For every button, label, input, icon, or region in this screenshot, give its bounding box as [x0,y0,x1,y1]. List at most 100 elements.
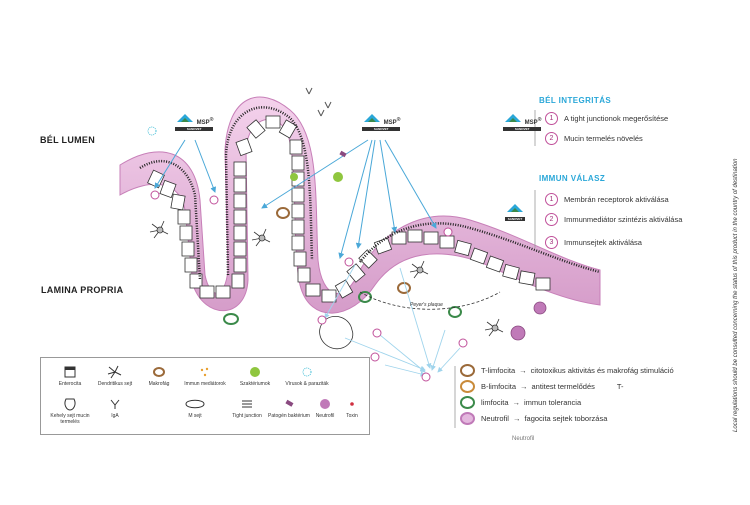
legend-label: Neutrofil [315,413,335,419]
number-badge: 2 [545,213,558,226]
msp-logo-integrity: MSP® SANOVET [503,112,542,131]
macrophage-icon [153,367,165,377]
iga-icon [110,399,120,409]
integrity-item-text: Mucin termelés növelés [564,134,643,143]
goblet-cell-icon [64,398,76,411]
brand-tag: SANOVET [362,127,401,131]
legend-label: Enterocita [58,381,82,387]
number-badge: 2 [545,132,558,145]
legend-label: Tight junction [232,413,262,419]
msp-logo-left: MSP® SANOVET [175,112,214,131]
brand-tag: SANOVET [505,217,525,221]
legend-tight-junction: Tight junction [221,396,273,420]
legend-toxin: Toxin [326,396,378,420]
legend-bacteria: Szaktériumok [229,364,281,388]
cell-effect-t: T-limfocita → citotoxikus aktivitás és m… [460,362,674,378]
msp-logo-icon [507,204,523,212]
immune-item-2: 2 Immunmediátor szintézis aktiválása [545,213,682,226]
immune-item-1: 1 Membrán receptorok aktiválása [545,193,669,206]
msp-logo-sup: ® [537,117,542,123]
msp-logo-sup: ® [209,117,214,123]
cell-name: T-limfocita [481,365,516,375]
legend-macrophage: Makrofág [133,364,185,388]
virus-icon [302,367,312,377]
cell-text: antitest termelődés [531,381,595,391]
cell-effect-l: limfocita → immun tolerancia [460,394,674,410]
arrow-icon: → [519,365,527,375]
arrow-icon: → [512,397,521,407]
lymphocyte-icon [460,395,475,409]
brand-tag: SANOVET [503,127,542,131]
cell-effects-list: T-limfocita → citotoxikus aktivitás és m… [460,362,674,426]
integrity-item-2: 2 Mucin termelés növelés [545,132,643,145]
dendritic-cell-icon [107,365,122,379]
enterocyte-layer [147,115,551,303]
legend-label: Patogén baktérium [268,413,310,419]
integrity-title: BÉL INTEGRITÁS [539,96,612,105]
cell-text: fagocita sejtek toborzása [524,413,608,423]
legend-neutrophil: Neutrofil [299,396,351,420]
legend-iga: IgA [89,396,141,420]
integrity-item-text: A tight junctionok megerősítése [564,114,669,123]
lamina-propria-label: LAMINA PROPRIA [41,285,124,295]
legend-label: Vírusok & paraziták [285,381,329,387]
legend-label: Immun mediátorok [184,381,226,387]
legend-enterocyte: Enterocita [44,364,96,388]
cell-text: citotoxikus aktivitás és makrofág stimul… [530,365,674,375]
lumen-microbes [147,87,347,182]
cell-name: B-limfocita [481,381,517,391]
cell-text: immun tolerancia [524,397,582,407]
msp-logo-text: MSP [524,120,538,126]
toxin-icon [350,402,354,406]
cell-effect-n: Neutrofil → fagocita sejtek toborzása [460,410,674,426]
immune-title: IMMUN VÁLASZ [539,174,606,183]
number-badge: 1 [545,112,558,125]
enterocyte-icon [64,366,76,378]
immune-item-text: Membrán receptorok aktiválása [564,195,669,204]
arrow-icon: → [520,381,528,391]
bacteria-icon [250,367,260,377]
tight-junction-icon [242,400,252,408]
legend-label: Toxin [346,413,358,419]
legend-box: Enterocita Dendritikus sejt Makrofág Imm… [40,357,370,435]
legend-pathogen: Patogén baktérium [263,396,315,420]
immune-item-text: Immunsejtek aktiválása [564,238,642,247]
legend-label: M sejt [188,413,202,419]
b-lymphocyte-icon [460,379,475,393]
t-lymphocyte-icon [460,363,475,377]
number-badge: 1 [545,193,558,206]
msp-logo-text: MSP [196,120,210,126]
m-cell-icon [185,399,205,409]
immune-item-text: Immunmediátor szintézis aktiválása [564,215,683,224]
legend-label: Kehely sejt mucin termelés [50,413,90,425]
pathogen-icon [285,399,294,407]
number-badge: 3 [545,236,558,249]
cell-effect-b: B-limfocita → antitest termelődés T- [460,378,674,394]
msp-logo-immune: SANOVET [505,202,525,221]
msp-logo-icon [177,114,193,122]
cell-extra: T- [616,381,624,391]
dendritic-cells [149,220,504,337]
brand-tag: SANOVET [175,127,214,131]
bottom-cut-text: Neutrofil [512,436,535,442]
legend-goblet: Kehely sejt mucin termelés [44,396,96,426]
integrity-item-1: 1 A tight junctionok megerősítése [545,112,668,125]
legend-label: Szaktériumok [239,381,271,387]
legend-dendritic: Dendritikus sejt [89,364,141,388]
lumen-label: BÉL LUMEN [40,135,96,145]
cell-name: limfocita [481,397,509,407]
mediators-icon [200,367,209,377]
legend-mediators: Immun mediátorok [179,364,231,388]
msp-logo-icon [505,114,521,122]
legend-label: Makrofág [148,381,170,387]
m-cell [319,316,354,350]
legend-label: IgA [111,413,119,419]
cell-name: Neutrofil [481,413,509,423]
arrow-icon: → [512,413,521,423]
peyers-label: Peyer's plaque [410,302,443,308]
msp-logo-sup: ® [396,117,401,123]
regulation-note: Local regulations should be consulted co… [733,158,739,432]
legend-mcell: M sejt [169,396,221,420]
msp-logo-text: MSP [383,120,397,126]
